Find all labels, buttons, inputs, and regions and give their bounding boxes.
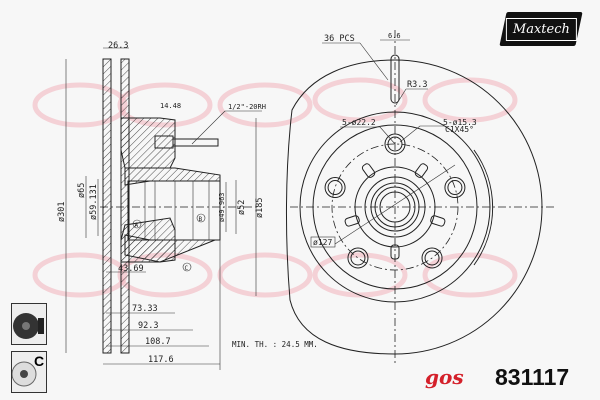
dim-108: 108.7 (145, 337, 171, 347)
logo-text: Maxtech (505, 17, 577, 41)
side-view: 26.3 14.48 1/2"-20RH ø301 ø65 ø59.131 ø4… (57, 41, 266, 370)
part-number: 831117 (495, 364, 570, 390)
dim-hole-b: 5-ø15.3 (443, 118, 477, 127)
datum-a: A (135, 222, 139, 229)
dim-92: 92.3 (138, 321, 158, 331)
dim-59: ø59.131 (89, 184, 99, 220)
vanes-count: 36 PCS (324, 34, 355, 44)
min-thickness-note: MIN. TH. : 24.5 MM. (232, 340, 318, 349)
dim-73: 73.33 (132, 304, 158, 314)
dim-stud: 14.48 (160, 102, 181, 110)
hub-tab (344, 215, 360, 227)
disc-plate-outer (102, 58, 112, 354)
coated-disc-icon (11, 303, 47, 345)
dim-hole-a: 5-ø22.2 (342, 118, 376, 127)
hub-upper (124, 167, 221, 186)
dim-65: ø65 (77, 183, 87, 198)
datum-b: B (199, 216, 203, 223)
hat-upper (120, 117, 176, 169)
watermark (32, 77, 518, 298)
hub-tab (414, 163, 429, 178)
dim-thread: 1/2"-20RH (228, 103, 266, 111)
wheel-stud (172, 138, 219, 147)
bolt-hole (327, 180, 343, 196)
dim-49: ø49.963 (218, 192, 226, 222)
dim-vane-width: 6.6 (388, 32, 401, 40)
dim-185: ø185 (255, 198, 265, 218)
datum-c: C (185, 265, 189, 272)
c-badge: C (34, 353, 45, 369)
dim-52: ø52 (237, 200, 247, 215)
bolt-hole (324, 177, 346, 199)
dim-chamfer: C1X45° (445, 125, 474, 134)
dim-disc-width: 26.3 (108, 41, 128, 51)
hub-tab (361, 163, 376, 178)
dim-radius: R3.3 (407, 80, 427, 90)
front-view: 36 PCS 6.6 R3.3 5-ø22.2 5-ø15.3 C1X45° ø… (285, 30, 555, 365)
dim-outer-diameter: ø301 (57, 202, 67, 222)
bolt-hole (444, 177, 466, 199)
bolt-hole (447, 180, 463, 196)
maxtech-logo: Maxtech (499, 12, 583, 46)
dim-117: 117.6 (148, 355, 174, 365)
hub-tab (430, 215, 446, 227)
bolt-hole (424, 250, 440, 266)
dim-43: 43.69 (118, 264, 144, 274)
gos-logo: gos (425, 365, 464, 389)
bolt-hole (350, 250, 366, 266)
disc-plate-inner (120, 58, 130, 354)
bolt-hole (347, 247, 369, 269)
bolt-hole (421, 247, 443, 269)
c-badge-icon: C (11, 351, 47, 393)
dim-pcd: ø127 (313, 238, 332, 247)
